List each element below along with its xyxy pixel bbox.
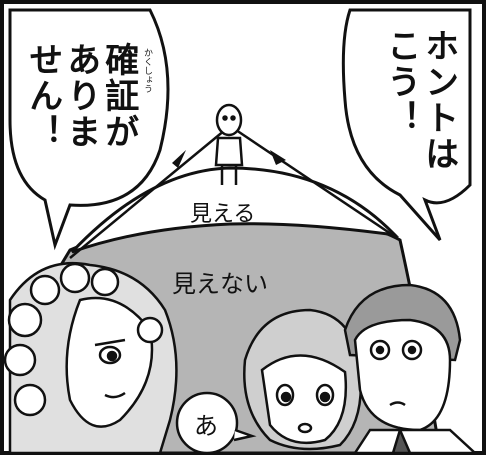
arrowhead-left: [172, 150, 186, 168]
speech-left-line-3: せん！: [22, 42, 63, 150]
small-figure: [214, 103, 244, 185]
speech-left-line-2: ありま: [60, 42, 101, 150]
speech-bubble-right: [341, 8, 472, 241]
speech-right-line-2: こう！: [380, 28, 421, 136]
short-haired-woman: [243, 308, 363, 451]
speech-right-line-1: ホントは: [418, 28, 459, 172]
small-speech-bubble: [175, 391, 239, 455]
speech-left-line-1: 確証が: [98, 42, 139, 150]
arrowhead-right: [270, 150, 286, 165]
small-bubble-tail: [233, 428, 257, 442]
hidden-label: 見えない: [172, 270, 268, 298]
man-with-tie: [343, 283, 479, 455]
sight-line-left: [69, 129, 226, 259]
visible-label: 見える: [190, 202, 256, 227]
sight-line-right: [235, 128, 401, 242]
ruby-reading: かくしょう: [142, 48, 152, 93]
speech-bubble-left: [8, 8, 170, 251]
small-bubble-text: あ: [194, 412, 218, 440]
curly-haired-woman: [3, 261, 178, 455]
